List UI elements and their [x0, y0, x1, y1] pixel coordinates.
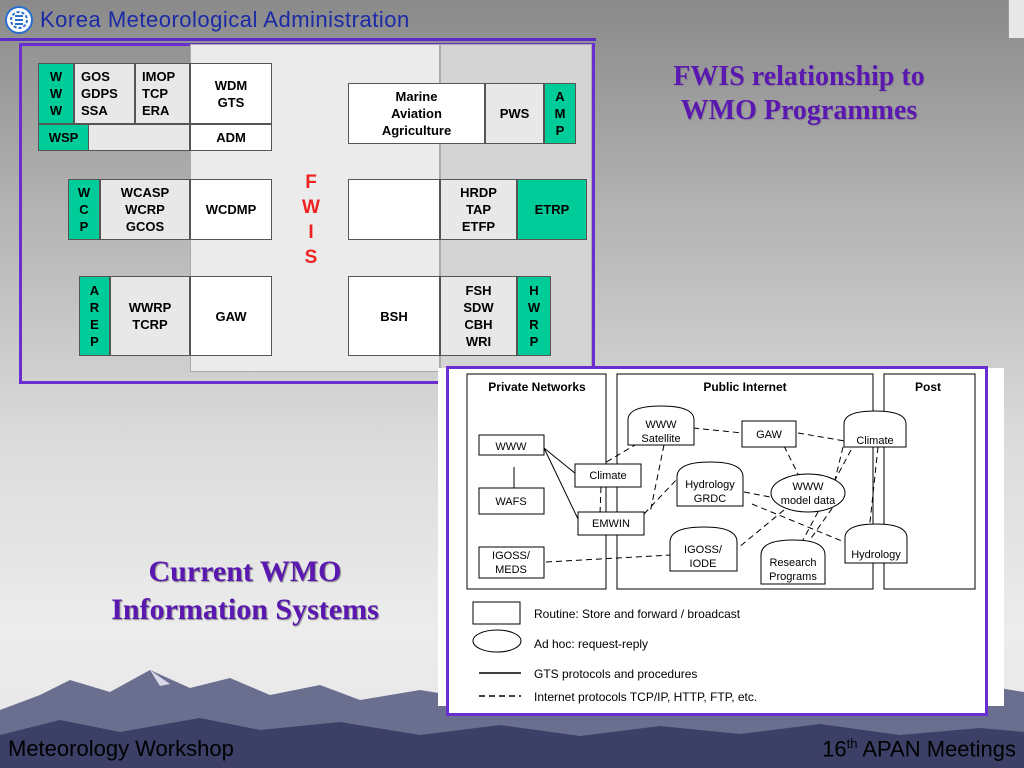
legend-adhoc-label: Ad hoc: request-reply — [534, 637, 648, 651]
footer-left-text: Meteorology Workshop — [8, 736, 234, 761]
igoss-iode-node — [669, 526, 738, 572]
hydrology-grdc-line1: Hydrology — [685, 479, 735, 491]
igoss-meds-label-line1: IGOSS/ — [492, 550, 531, 562]
adm-box: ADM — [190, 124, 272, 151]
footer-number: 16 — [822, 736, 847, 762]
www-model-line2: model data — [781, 495, 836, 507]
pws-box: PWS — [485, 83, 544, 144]
wcp-box: W C P — [68, 179, 100, 240]
igoss-iode-line2: IODE — [690, 558, 717, 570]
www-satellite-line2: Satellite — [641, 433, 680, 445]
www-node — [478, 434, 545, 456]
gaw-box: GAW — [190, 276, 272, 356]
legend-routine-swatch — [472, 601, 521, 625]
gos-box: GOS GDPS SSA — [74, 63, 135, 124]
hwrp-box: H W R P — [517, 276, 551, 356]
header-title: Korea Meteorological Administration — [40, 7, 410, 32]
marine-box: Marine Aviation Agriculture — [348, 83, 485, 144]
header-divider — [0, 38, 596, 41]
gaw-node — [741, 420, 797, 448]
fwis-letters: F W I S — [298, 170, 324, 270]
fwis-letter: I — [308, 222, 314, 243]
igoss-meds-label-line2: MEDS — [495, 564, 527, 576]
wcdmp-box: WCDMP — [190, 179, 272, 240]
legend-routine-label: Routine: Store and forward / broadcast — [534, 607, 741, 621]
arep-box: A R E P — [79, 276, 110, 356]
current-wmo-title: Current WMO Information Systems — [111, 555, 379, 626]
footer-meeting: APAN Meetings — [857, 736, 1016, 762]
igoss-meds-node — [478, 546, 545, 579]
legend-adhoc-swatch — [472, 629, 522, 653]
wwrp-box: WWRP TCRP — [110, 276, 190, 356]
www-model-line1: WWW — [792, 481, 824, 493]
www-box: W W W — [38, 63, 74, 124]
kma-logo — [4, 4, 34, 36]
igoss-iode-line1: IGOSS/ — [684, 544, 723, 556]
wdm-box: WDM GTS — [190, 63, 272, 124]
hydrology-post-label: Hydrology — [851, 549, 901, 561]
fwis-relationship-title: FWIS relationship to WMO Programmes — [673, 61, 925, 126]
research-programs-node — [760, 539, 826, 585]
imop-box: IMOP TCP ERA — [135, 63, 190, 124]
hydrology-post-node — [844, 523, 908, 564]
wsp-box: WSP — [38, 124, 89, 151]
header-side-bar — [1008, 0, 1024, 38]
etrp-box: ETRP — [517, 179, 587, 240]
empty-box — [348, 179, 440, 240]
research-line2: Programs — [769, 571, 817, 583]
climate-post-label: Climate — [856, 435, 893, 447]
research-line1: Research — [769, 557, 816, 569]
climate-mid-label: Climate — [589, 470, 626, 482]
hrdp-box: HRDP TAP ETFP — [440, 179, 517, 240]
kma-logo-icon — [5, 6, 33, 34]
fwis-letter: F — [305, 172, 317, 193]
gaw-node-label: GAW — [756, 429, 782, 441]
info-systems-diagram: Private Networks Public Internet Post WW… — [466, 373, 976, 704]
fwis-letter: W — [302, 197, 320, 218]
amp-box: A M P — [544, 83, 576, 144]
legend-internet-label: Internet protocols TCP/IP, HTTP, FTP, et… — [534, 690, 757, 704]
hydrology-grdc-node — [676, 461, 744, 507]
post-label: Post — [915, 380, 941, 394]
footer-superscript: th — [846, 736, 858, 751]
www-node-label: WWW — [495, 441, 527, 453]
private-networks-label: Private Networks — [488, 380, 586, 394]
public-internet-label: Public Internet — [703, 380, 786, 394]
emwin-label: EMWIN — [592, 518, 630, 530]
wafs-node-label: WAFS — [495, 496, 526, 508]
www-satellite-node — [627, 405, 695, 446]
emwin-node — [577, 511, 645, 536]
climate-post-node — [843, 410, 907, 448]
www-satellite-line1: WWW — [645, 419, 677, 431]
climate-mid-node — [574, 463, 642, 488]
www-model-data-node — [770, 473, 846, 513]
bsh-box: BSH — [348, 276, 440, 356]
legend-gts-label: GTS protocols and procedures — [534, 667, 697, 681]
footer-right-text: 16th APAN Meetings — [822, 736, 1016, 762]
fwis-letter: S — [304, 247, 318, 268]
wafs-node — [478, 487, 545, 515]
fsh-box: FSH SDW CBH WRI — [440, 276, 517, 356]
hydrology-grdc-line2: GRDC — [694, 493, 726, 505]
wcasp-box: WCASP WCRP GCOS — [100, 179, 190, 240]
